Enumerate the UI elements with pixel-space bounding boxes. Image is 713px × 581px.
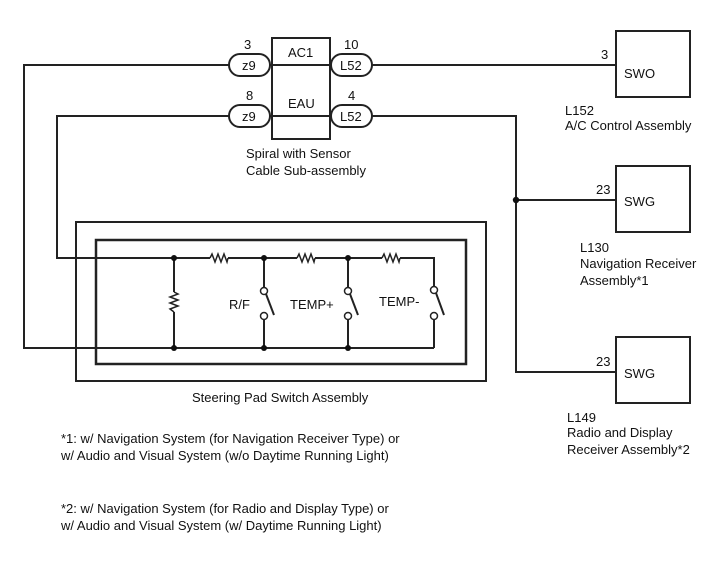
connector-z9-label: z9	[242, 109, 256, 124]
steering-pad-name: Steering Pad Switch Assembly	[192, 390, 369, 405]
radio-display-terminal: SWG	[624, 366, 656, 381]
spiral-cable-box	[271, 37, 331, 140]
footnote-2-line-1: *2: w/ Navigation System (for Radio and …	[61, 501, 389, 516]
pin-eau-right: 4	[348, 88, 356, 103]
wire-eau-right	[372, 115, 616, 373]
ac-control-terminal: SWO	[624, 66, 656, 81]
spiral-cable-name: Spiral with Sensor	[246, 146, 351, 161]
junction-dot	[345, 345, 351, 351]
steering-pad-inner-box	[94, 238, 468, 366]
rf-switch-lever	[265, 293, 275, 316]
tempplus-switch-contact-top	[343, 286, 353, 296]
switch-label-rf: R/F	[229, 297, 250, 312]
tempplus-switch-lever	[349, 293, 359, 316]
terminal-ac1: AC1	[288, 45, 314, 60]
ac-control-box	[615, 30, 691, 98]
connector-z9-label: z9	[242, 58, 256, 73]
radio-display-box	[615, 336, 691, 404]
junction-dot	[261, 345, 267, 351]
tempminus-switch-contact-top	[429, 285, 439, 295]
pin-eau-left: 8	[246, 88, 254, 103]
footnote-1-line-1: *1: w/ Navigation System (for Navigation…	[61, 431, 400, 446]
resistor-3	[381, 251, 401, 265]
connector-l52-label: L52	[340, 58, 362, 73]
footnote-1-line-2: w/ Audio and Visual System (w/o Daytime …	[61, 448, 389, 463]
radio-display-code: L149	[567, 410, 596, 425]
connector-z9-ac1	[228, 53, 271, 77]
pin-ac1-right: 10	[344, 37, 359, 52]
connector-z9-eau	[228, 104, 271, 128]
pin-ac1-left: 3	[244, 37, 252, 52]
radio-display-name-2: Receiver Assembly*2	[567, 442, 690, 457]
nav-receiver-pin: 23	[596, 182, 611, 197]
resistor-2	[296, 251, 316, 265]
spiral-cable-name-2: Cable Sub-assembly	[246, 163, 366, 178]
junction-dot	[171, 255, 177, 261]
nav-receiver-code: L130	[580, 240, 609, 255]
nav-receiver-terminal: SWG	[624, 194, 656, 209]
steering-pad-outer-box	[75, 221, 487, 382]
tempminus-switch-contact-bottom	[429, 311, 439, 321]
radio-display-name: Radio and Display	[567, 425, 673, 440]
wire-eau-left	[56, 115, 229, 259]
switch-label-temp-plus: TEMP+	[290, 297, 334, 312]
nav-receiver-box	[615, 165, 691, 233]
footnote-1: *1: w/ Navigation System (for Navigation…	[61, 430, 400, 464]
radio-display-pin: 23	[596, 354, 611, 369]
rf-switch-contact-bottom	[259, 311, 269, 321]
tempminus-switch-lever	[435, 292, 445, 316]
wire-ac1-left	[23, 64, 229, 349]
junction-dot	[512, 196, 520, 204]
switch-label-temp-minus: TEMP-	[379, 294, 420, 309]
rf-switch-contact-top	[259, 286, 269, 296]
resistor-parallel	[167, 291, 181, 313]
ac-control-name: A/C Control Assembly	[565, 118, 692, 133]
nav-receiver-name-2: Assembly*1	[580, 273, 649, 288]
junction-dot	[345, 255, 351, 261]
footnote-2: *2: w/ Navigation System (for Radio and …	[61, 500, 389, 534]
nav-receiver-name: Navigation Receiver	[580, 256, 697, 271]
terminal-eau: EAU	[288, 96, 315, 111]
connector-l52-label: L52	[340, 109, 362, 124]
junction-dot	[261, 255, 267, 261]
ac-control-code: L152	[565, 103, 594, 118]
tempplus-switch-contact-bottom	[343, 311, 353, 321]
ac-control-pin: 3	[601, 47, 609, 62]
junction-dot	[171, 345, 177, 351]
resistor-1	[209, 251, 229, 265]
footnote-2-line-2: w/ Audio and Visual System (w/ Daytime R…	[61, 518, 382, 533]
